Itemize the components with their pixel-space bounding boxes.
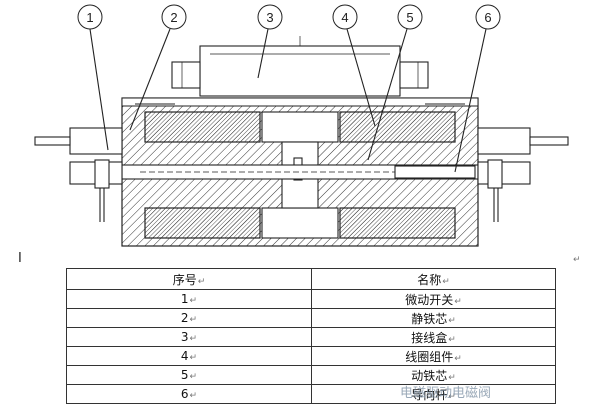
junction-box [171, 36, 429, 97]
header-name: 名称↵ [311, 268, 556, 290]
callout-4: 4 [332, 4, 376, 127]
coil-lower-left [144, 207, 261, 239]
callout-6: 6 [454, 4, 501, 173]
table-header-row: 序号↵ 名称↵ [66, 268, 556, 290]
svg-text:3: 3 [266, 10, 273, 25]
micro-switch-right [394, 127, 569, 222]
guide-rod [394, 165, 476, 179]
table-row: 1↵ 微动开关↵ [66, 289, 556, 309]
table-row: 6↵ 导向杆↵ [66, 384, 556, 404]
header-number: 序号↵ [66, 268, 312, 290]
svg-text:6: 6 [484, 10, 491, 25]
watermark: 电磁驱动电磁阀 [400, 386, 492, 401]
return-mark-top: ↵ [573, 255, 581, 265]
svg-text:5: 5 [406, 10, 413, 25]
callout-3: 3 [257, 4, 283, 79]
svg-text:4: 4 [341, 10, 348, 25]
solenoid-cross-section-diagram: 1 2 3 4 5 6 [34, 4, 569, 247]
table-row: 5↵ 动铁芯↵ [66, 365, 556, 385]
table-row: 2↵ 静铁芯↵ [66, 308, 556, 328]
callout-5: 5 [367, 4, 423, 161]
table-row: 4↵ 线圈组件↵ [66, 346, 556, 366]
coil-lower-right [339, 207, 456, 239]
callout-2: 2 [129, 4, 187, 131]
table-row: 3↵ 接线盒↵ [66, 327, 556, 347]
coil-upper-right [339, 111, 456, 143]
micro-switch-left [34, 127, 123, 222]
callout-1: 1 [77, 4, 109, 151]
svg-text:2: 2 [170, 10, 177, 25]
coil-upper-left [144, 111, 261, 143]
svg-text:1: 1 [86, 10, 93, 25]
parts-table: 序号↵ 名称↵ 1↵ 微动开关↵ 2↵ 静铁芯↵ 3↵ 接线盒↵ 4↵ 线圈组件… [66, 268, 556, 404]
side-marker: I [18, 251, 22, 266]
